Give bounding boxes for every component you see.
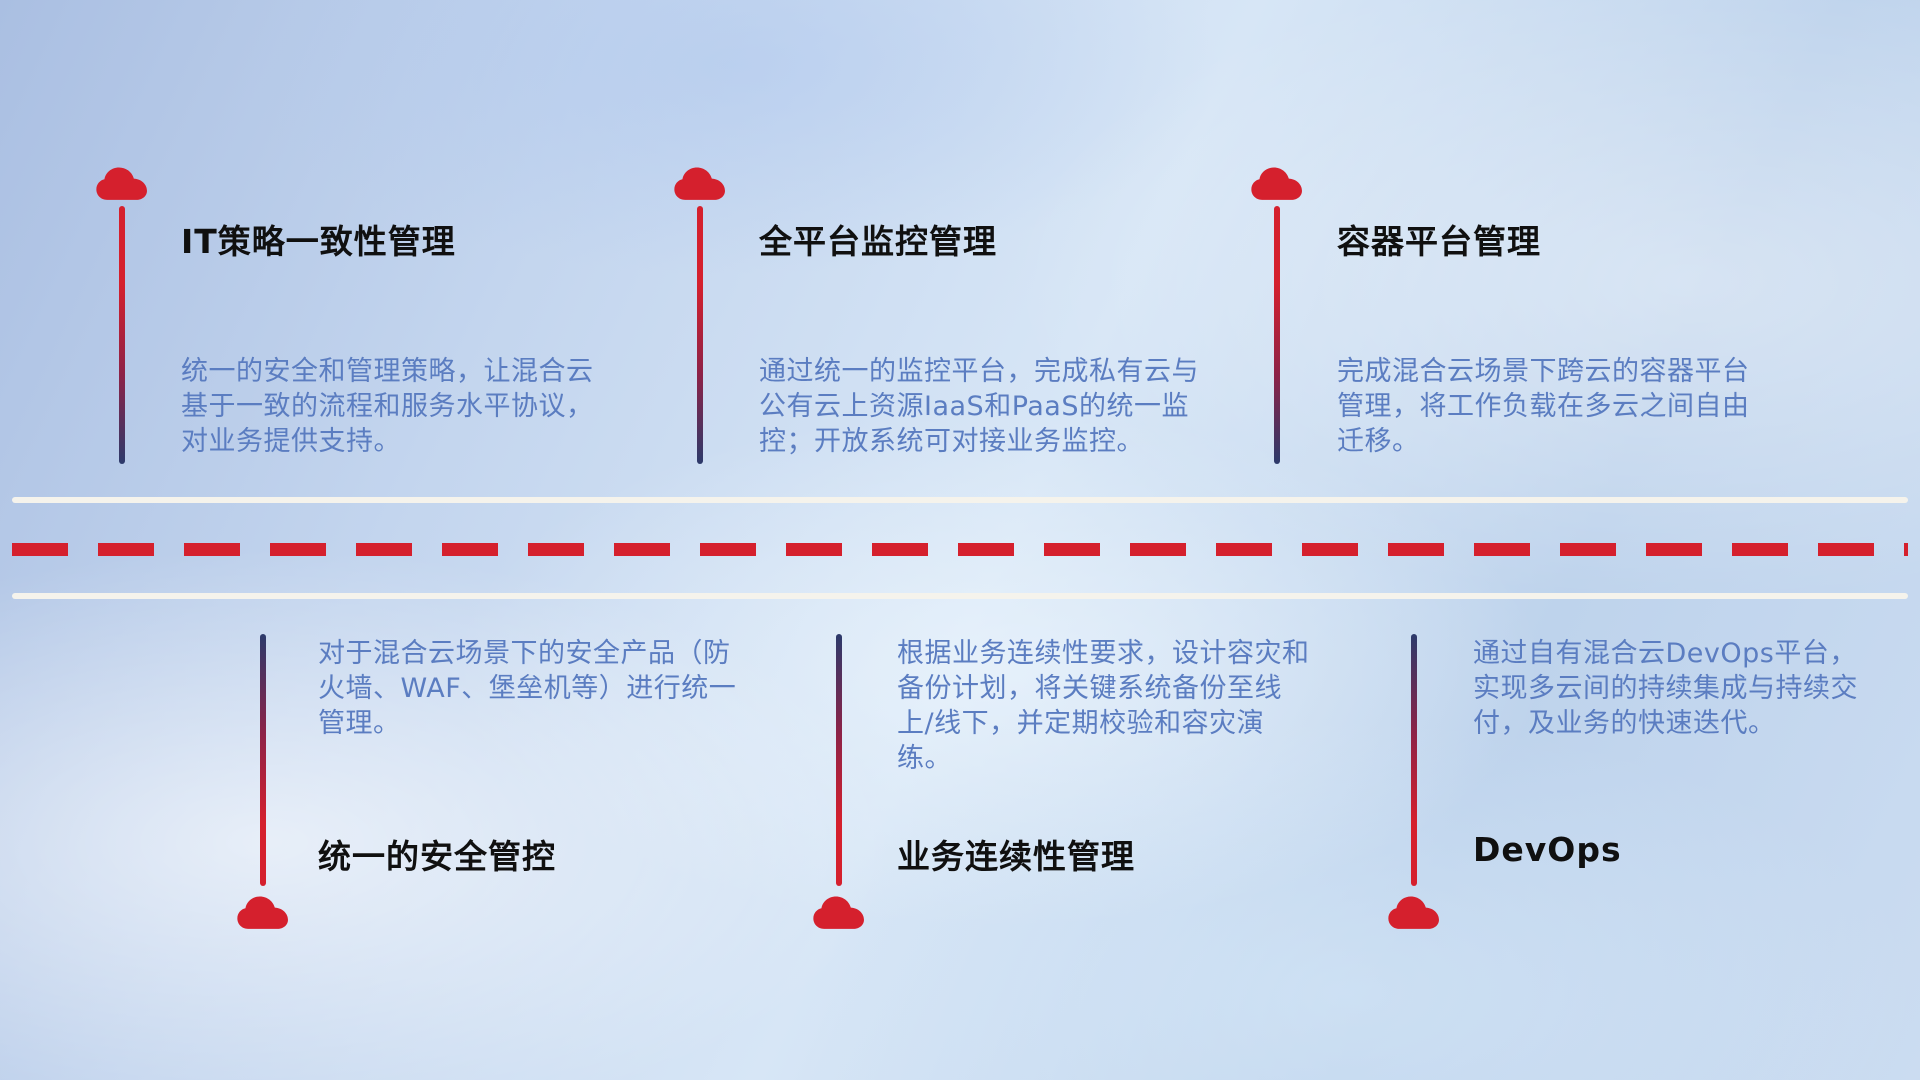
capability-title: 业务连续性管理 [897, 837, 1135, 876]
capability-title: 容器平台管理 [1337, 222, 1541, 261]
cloud-icon [95, 164, 149, 202]
timeline-pole [119, 206, 125, 464]
road-dashed-center-line [12, 543, 1908, 556]
cloud-icon [812, 893, 866, 931]
capability-description: 通过自有混合云DevOps平台，实现多云间的持续集成与持续交付，及业务的快速迭代… [1473, 638, 1858, 739]
cloud-icon [1250, 164, 1304, 202]
capability-title: DevOps [1473, 830, 1622, 869]
timeline-pole [1274, 206, 1280, 464]
timeline-pole [697, 206, 703, 464]
timeline-pole [1411, 634, 1417, 886]
capability-title: IT策略一致性管理 [181, 222, 456, 261]
road-top-line [12, 497, 1908, 503]
capability-description: 对于混合云场景下的安全产品（防火墙、WAF、堡垒机等）进行统一管理。 [318, 638, 737, 739]
road-bottom-line [12, 593, 1908, 599]
capability-title: 全平台监控管理 [759, 222, 997, 261]
capability-description: 根据业务连续性要求，设计容灾和备份计划，将关键系统备份至线上/线下，并定期校验和… [897, 638, 1310, 774]
timeline-pole [836, 634, 842, 886]
capability-description: 统一的安全和管理策略，让混合云基于一致的流程和服务水平协议，对业务提供支持。 [181, 356, 594, 457]
timeline-pole [260, 634, 266, 886]
capability-description: 通过统一的监控平台，完成私有云与公有云上资源IaaS和PaaS的统一监控；开放系… [759, 356, 1199, 457]
capability-title: 统一的安全管控 [318, 837, 556, 876]
cloud-icon [236, 893, 290, 931]
cloud-icon [673, 164, 727, 202]
capability-description: 完成混合云场景下跨云的容器平台管理，将工作负载在多云之间自由迁移。 [1337, 356, 1750, 457]
cloud-icon [1387, 893, 1441, 931]
